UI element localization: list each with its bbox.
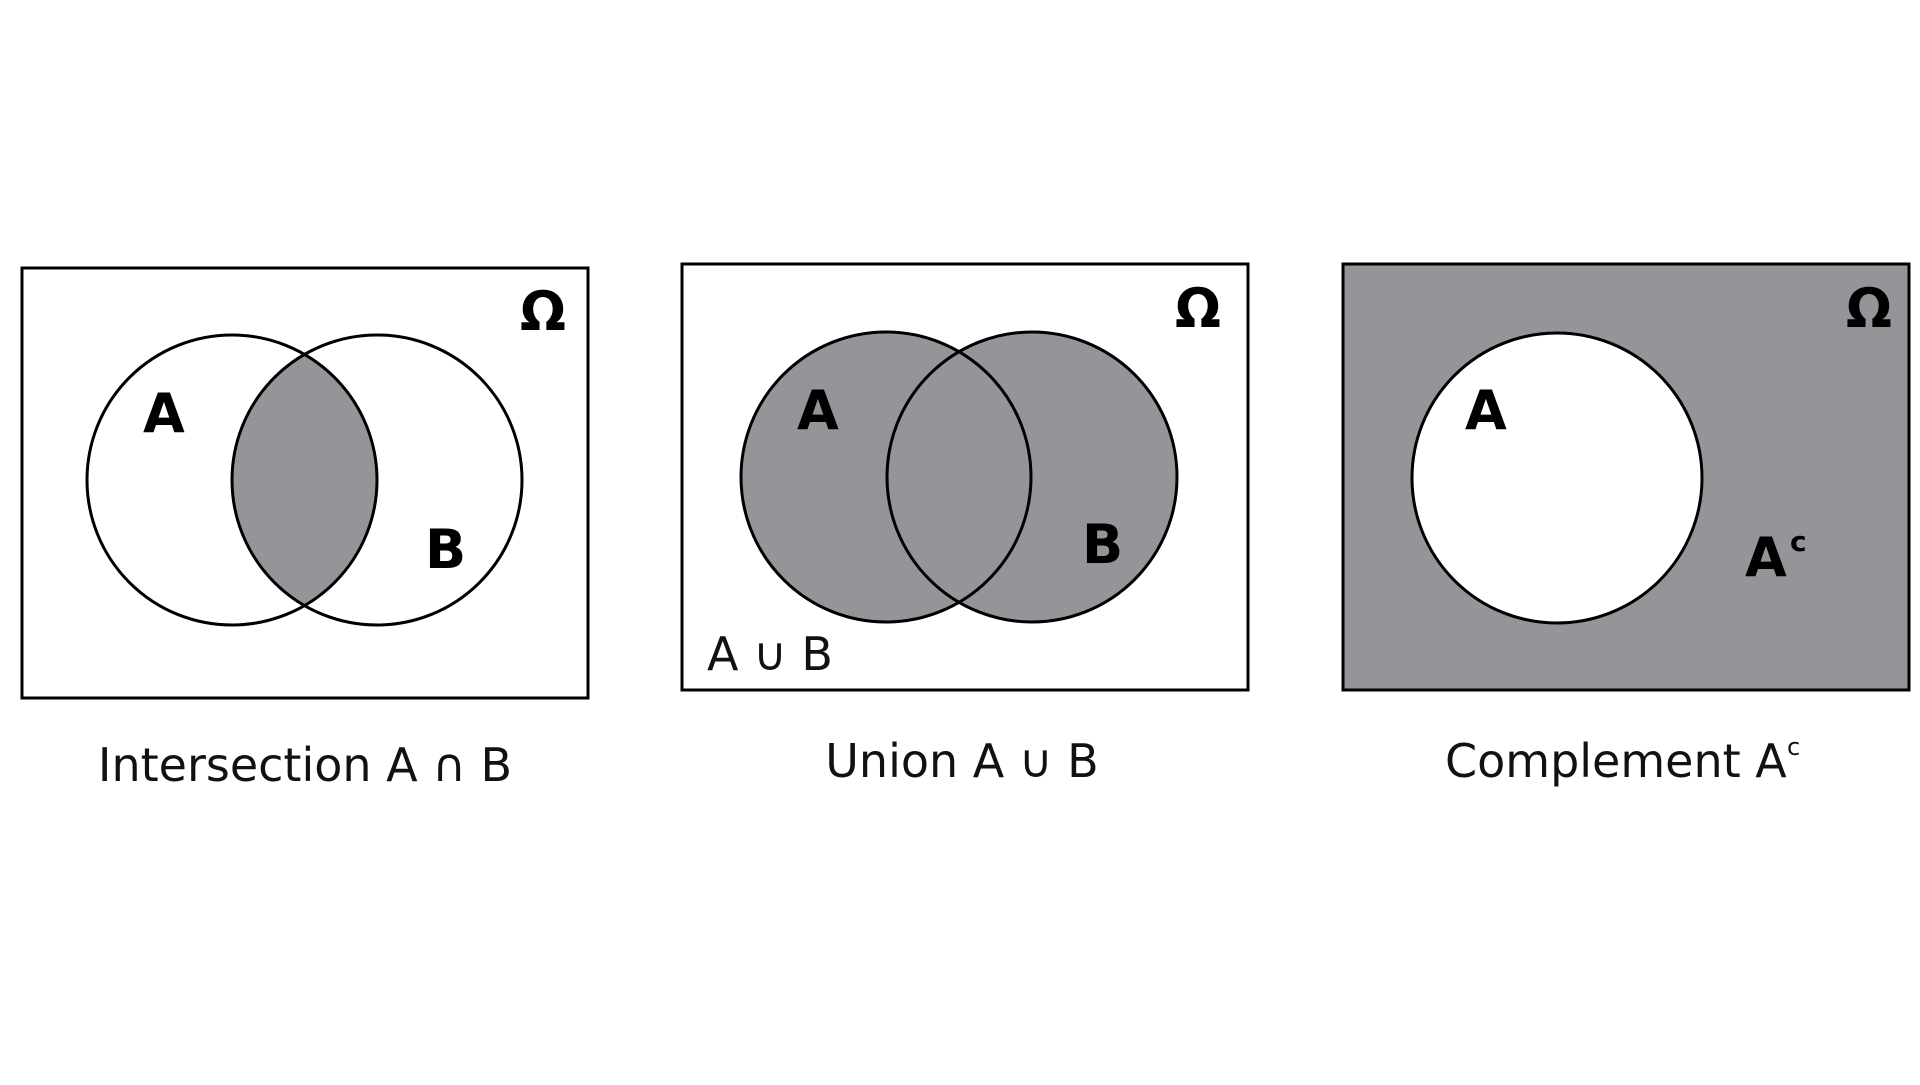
set-b-circle <box>885 330 1179 624</box>
complement-label-base: A <box>1745 526 1787 589</box>
universe-omega-label: Ω <box>1846 277 1892 340</box>
union-panel: Ω A B A ∪ B Union A ∪ B <box>680 262 1250 788</box>
union-inner-label: A ∪ B <box>707 627 833 681</box>
set-a-circle <box>739 330 1033 624</box>
complement-caption: Complement A c <box>1445 733 1800 788</box>
complement-caption-superscript: c <box>1787 733 1800 761</box>
set-b-circle <box>230 333 524 627</box>
set-a-label: A <box>143 382 185 445</box>
complement-caption-text: Complement A <box>1445 734 1787 788</box>
set-a-label: A <box>1465 379 1507 442</box>
set-a-circle <box>1410 331 1704 625</box>
union-caption: Union A ∪ B <box>825 734 1098 788</box>
complement-label-superscript: c <box>1790 525 1807 558</box>
complement-panel: Ω A A c Complement A c <box>1341 262 1911 788</box>
intersection-caption: Intersection A ∩ B <box>98 738 512 792</box>
intersection-panel: Ω A B Intersection A ∩ B <box>20 266 590 792</box>
set-b-label: B <box>425 518 466 581</box>
universe-omega-label: Ω <box>520 280 566 343</box>
set-a-label: A <box>797 379 839 442</box>
set-b-label: B <box>1082 513 1123 576</box>
set-a-circle <box>85 333 379 627</box>
universe-omega-label: Ω <box>1175 277 1221 340</box>
complement-label: A c <box>1745 525 1807 589</box>
intersection-region <box>232 335 377 625</box>
